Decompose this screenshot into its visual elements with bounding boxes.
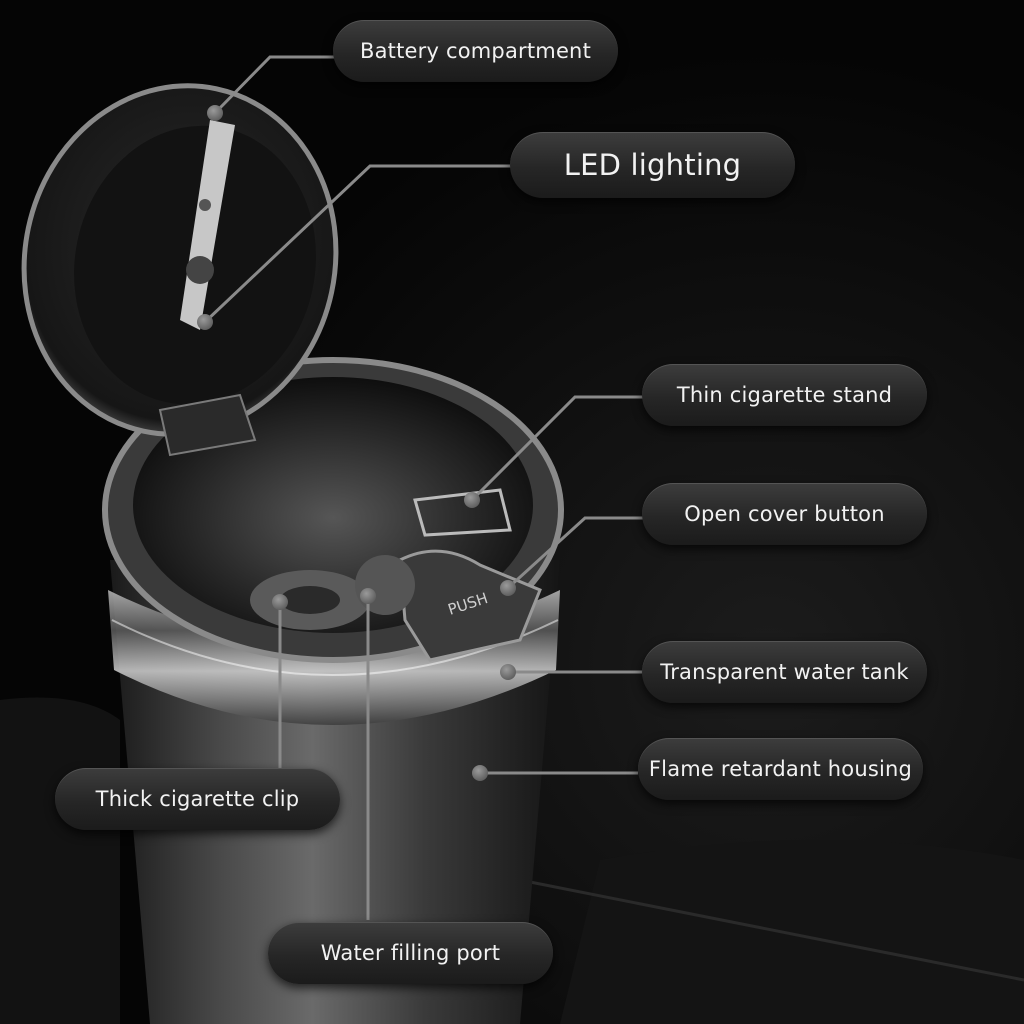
label-flame-retardant-housing: Flame retardant housing <box>638 738 923 800</box>
callout-dot-open-button <box>500 580 516 596</box>
label-thick-cigarette-clip: Thick cigarette clip <box>55 768 340 830</box>
label-transparent-water-tank: Transparent water tank <box>642 641 927 703</box>
callout-dot-water-tank <box>500 664 516 680</box>
callout-dot-thin-stand <box>464 492 480 508</box>
label-led-lighting: LED lighting <box>510 132 795 198</box>
label-open-cover-button: Open cover button <box>642 483 927 545</box>
label-thin-cigarette-stand: Thin cigarette stand <box>642 364 927 426</box>
callout-dot-battery <box>207 105 223 121</box>
callout-dot-housing <box>472 765 488 781</box>
label-battery-compartment: Battery compartment <box>333 20 618 82</box>
callout-dot-led <box>197 314 213 330</box>
callout-dot-thick-clip <box>272 594 288 610</box>
callout-dot-water-port <box>360 588 376 604</box>
label-water-filling-port: Water filling port <box>268 922 553 984</box>
